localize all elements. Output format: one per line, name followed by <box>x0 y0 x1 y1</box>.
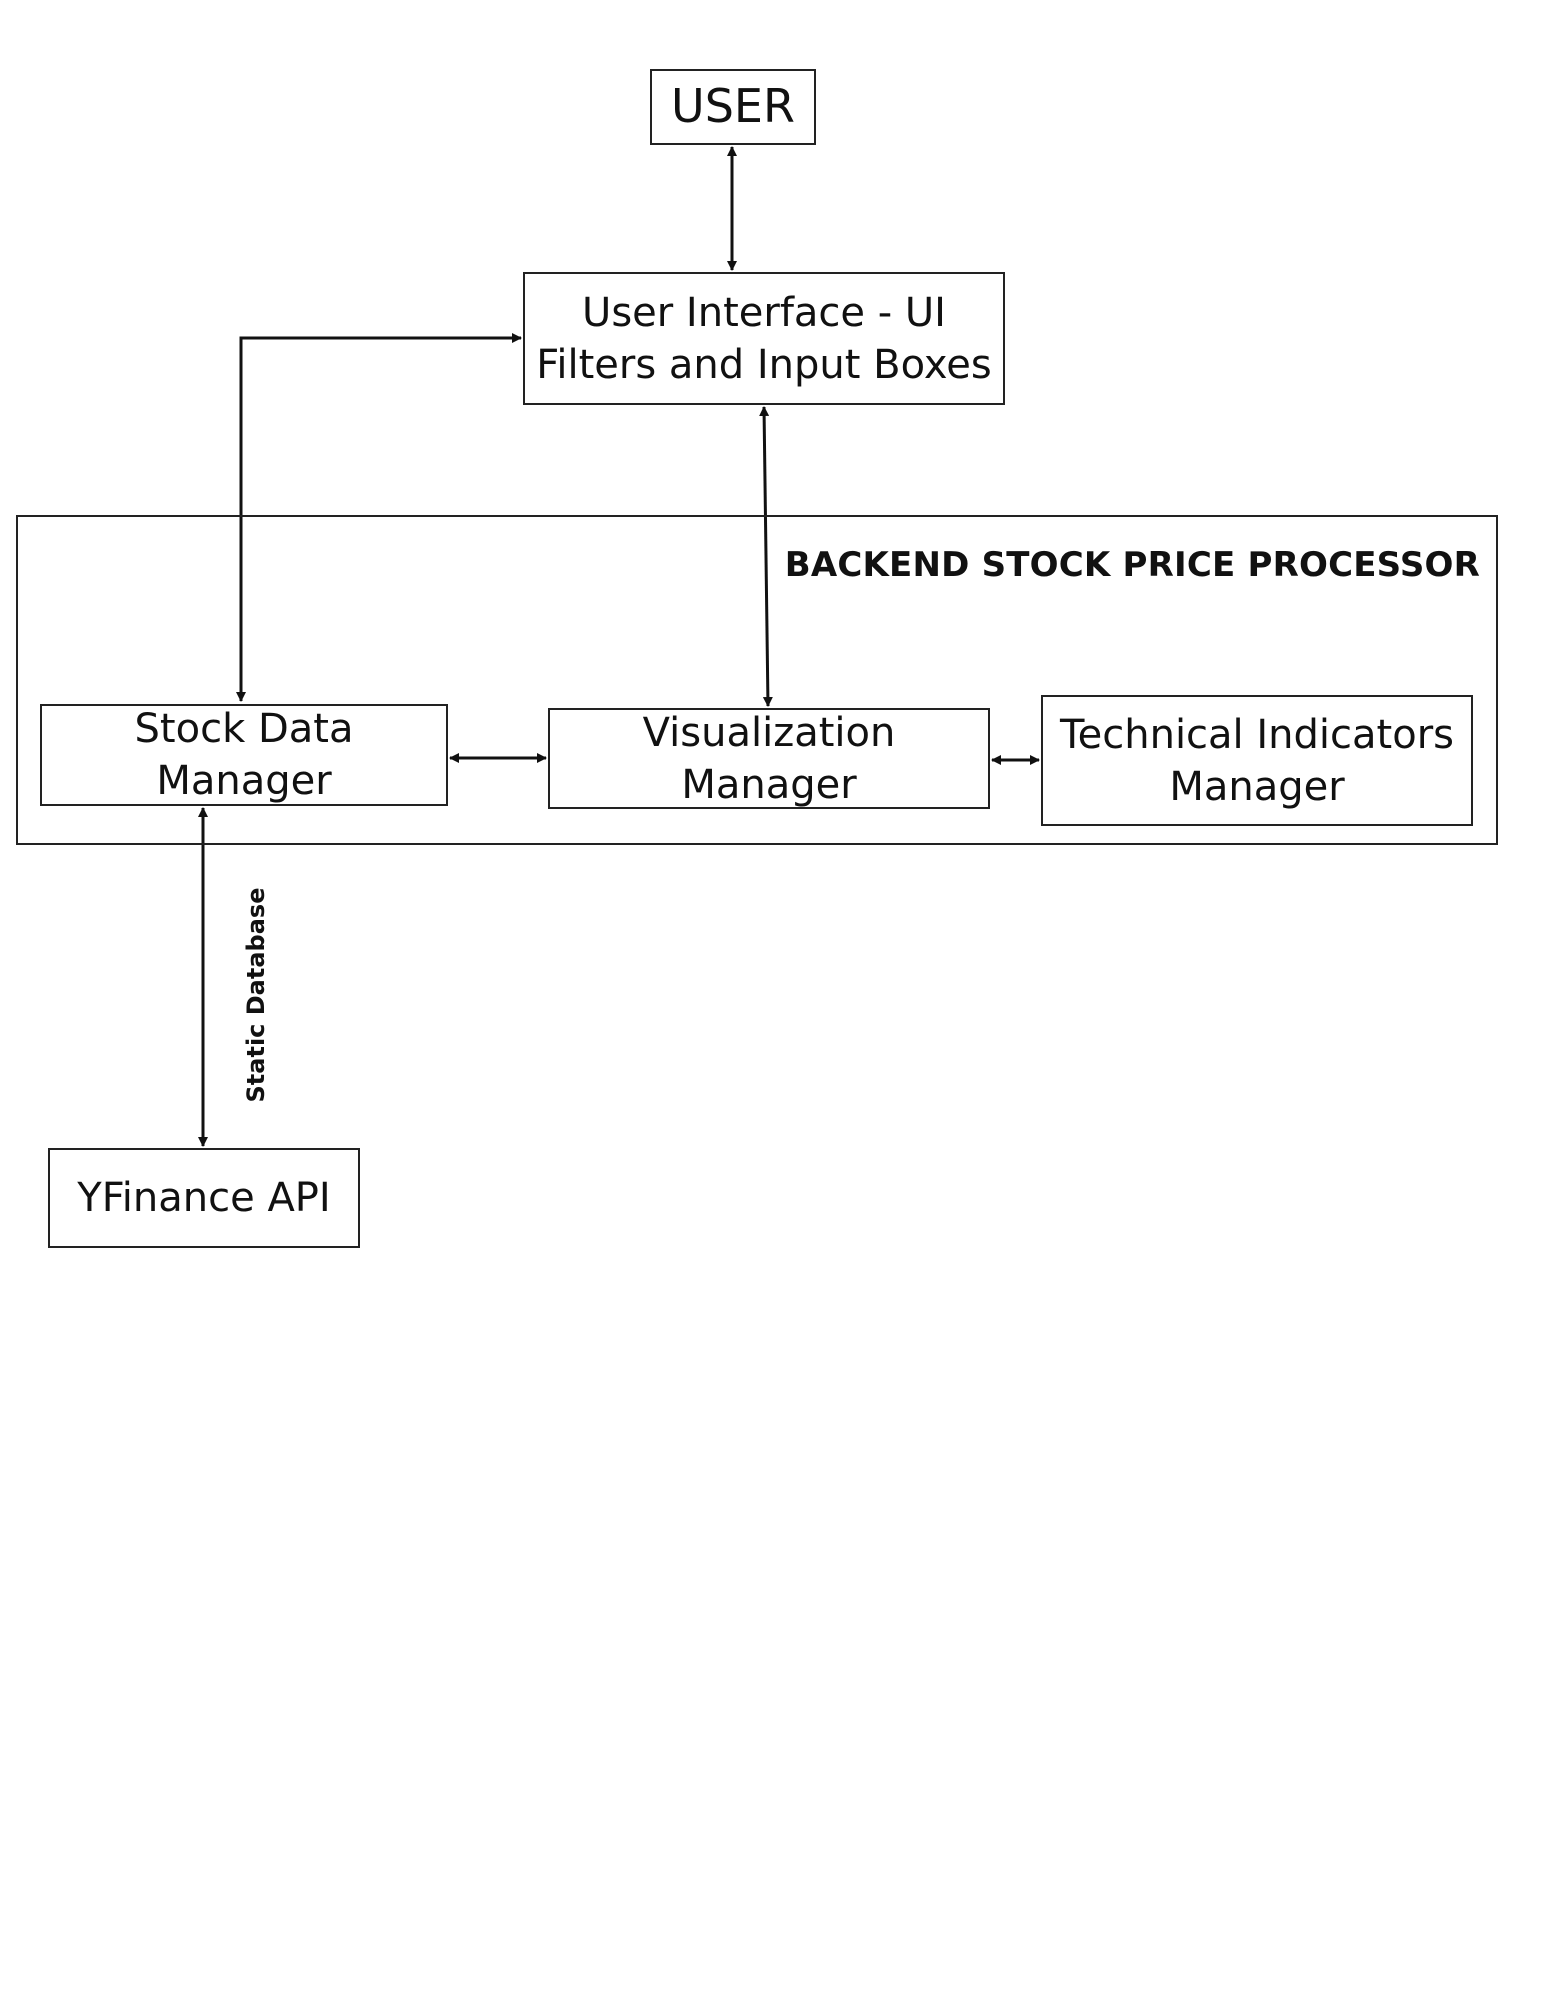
arrow-ui-stock-data-manager <box>236 333 522 702</box>
stock-data-manager-node: Stock Data Manager <box>40 704 448 806</box>
backend-title: BACKEND STOCK PRICE PROCESSOR <box>784 545 1480 585</box>
user-interface-label: User Interface - UI <box>582 289 946 336</box>
user-node: USER <box>650 69 816 145</box>
static-database-edge-label: Static Database <box>242 887 270 1103</box>
visualization-manager-node: Visualization Manager <box>548 708 990 809</box>
technical-indicators-label: Technical Indicators <box>1060 711 1454 758</box>
visualization-manager-label: Visualization Manager <box>642 709 896 808</box>
user-interface-node: User Interface - UI Filters and Input Bo… <box>523 272 1005 405</box>
technical-indicators-manager-node: Technical Indicators Manager <box>1041 695 1473 826</box>
stock-data-manager-label: Stock Data Manager <box>134 706 354 804</box>
yfinance-api-label: YFinance API <box>77 1175 331 1221</box>
technical-indicators-sublabel: Manager <box>1169 763 1345 810</box>
yfinance-api-node: YFinance API <box>48 1148 360 1248</box>
arrow-ui-visualization-manager <box>759 406 773 707</box>
user-label: USER <box>671 79 795 134</box>
user-interface-sublabel: Filters and Input Boxes <box>536 341 992 388</box>
backend-container <box>16 515 1498 845</box>
